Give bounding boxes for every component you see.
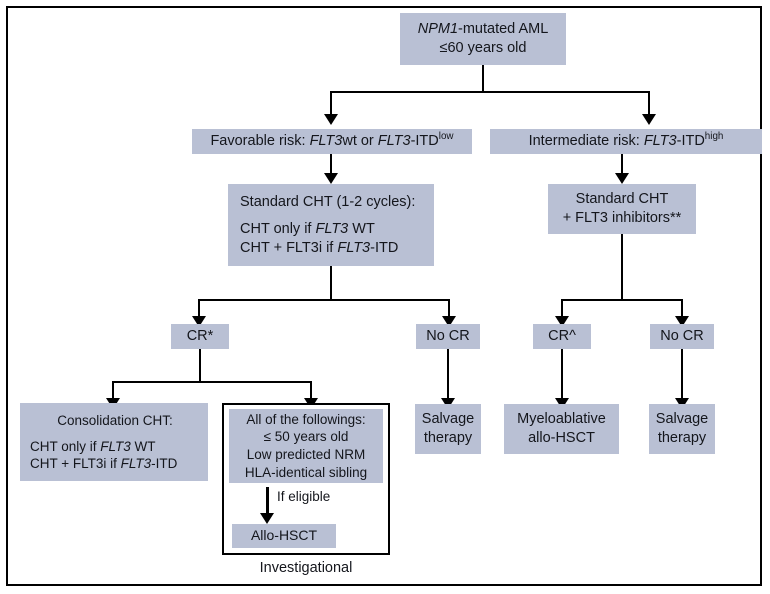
node-cr-right: CR^ (533, 324, 591, 349)
node-allo-hsct-label: Allo-HSCT (250, 527, 318, 544)
node-standard-cht-right: Standard CHT + FLT3 inhibitors** (548, 184, 696, 234)
node-salvage-right: Salvage therapy (649, 404, 715, 454)
node-no-cr-right: No CR (650, 324, 714, 349)
gene-flt3-a: FLT3 (309, 133, 343, 150)
gene-flt3-b: FLT3 (377, 133, 411, 150)
node-myeloablative-line2: allo-HSCT (528, 430, 595, 446)
node-myeloablative-line1: Myeloablative (517, 411, 606, 428)
node-standard-cht-left-line3: CHT + FLT3i if FLT3-ITD (240, 239, 399, 256)
node-intermediate-risk: Intermediate risk: FLT3-ITDhigh (490, 129, 762, 154)
arrow-root-to-favorable (324, 114, 338, 125)
connector-cr-left-stem (199, 349, 201, 382)
connector-cht-left-split (198, 299, 450, 301)
node-salvage-left: Salvage therapy (415, 404, 481, 454)
sup-low: low (438, 131, 454, 143)
node-standard-cht-left: Standard CHT (1-2 cycles): CHT only if F… (228, 184, 434, 266)
node-salvage-right-line2: therapy (657, 430, 707, 446)
arrow-nocr-right-to-salvage (675, 398, 689, 409)
node-cr-right-label: CR^ (548, 328, 576, 345)
connector-nocr-right-stem (681, 349, 683, 400)
node-root-line2: ≤60 years old (439, 40, 527, 56)
node-favorable-risk-text: Favorable risk: FLT3wt or FLT3-ITDlow (210, 131, 454, 150)
connector-criteria-to-allo (266, 487, 269, 519)
investigational-caption: Investigational (259, 560, 353, 576)
node-standard-cht-right-line1: Standard CHT (575, 191, 669, 208)
node-salvage-left-line2: therapy (423, 430, 473, 446)
connector-intermediate-to-cht (621, 154, 623, 176)
node-criteria: All of the followings: ≤ 50 years old Lo… (229, 409, 383, 483)
node-standard-cht-left-line1: Standard CHT (1-2 cycles): (240, 193, 416, 210)
connector-cht-right-to-nocr (681, 299, 683, 318)
connector-cr-left-split (112, 381, 312, 383)
node-no-cr-left: No CR (416, 324, 480, 349)
node-criteria-line3: Low predicted NRM (246, 447, 366, 462)
gene-npm1: NPM1 (417, 21, 459, 38)
connector-cht-right-split (561, 299, 683, 301)
connector-cr-right-stem (561, 349, 563, 400)
gene-flt3-c: FLT3 (643, 133, 677, 150)
node-allo-hsct: Allo-HSCT (232, 524, 336, 548)
arrow-nocr-left-to-salvage (441, 398, 455, 409)
node-consolidation: Consolidation CHT: CHT only if FLT3 WT C… (20, 403, 208, 481)
node-root: NPM1-mutated AML ≤60 years old (400, 13, 566, 65)
outer-frame (6, 6, 762, 586)
connector-nocr-left-stem (447, 349, 449, 400)
node-myeloablative: Myeloablative allo-HSCT (504, 404, 619, 454)
connector-cr-left-to-consolidation (112, 381, 114, 400)
arrow-favorable-to-cht (324, 173, 338, 184)
arrow-cht-right-to-cr (555, 316, 569, 327)
arrow-criteria-to-allo (260, 513, 274, 524)
arrow-cht-left-to-nocr (442, 316, 456, 327)
connector-cr-left-to-criteria (310, 381, 312, 400)
connector-root-stem (482, 65, 484, 92)
arrow-cht-left-to-cr (192, 316, 206, 327)
connector-favorable-to-cht (330, 154, 332, 176)
node-root-line1: NPM1-mutated AML (417, 21, 549, 38)
node-standard-cht-right-line2: + FLT3 inhibitors** (562, 210, 682, 226)
arrow-intermediate-to-cht (615, 173, 629, 184)
arrow-cht-right-to-nocr (675, 316, 689, 327)
connector-cht-left-stem (330, 266, 332, 300)
gene-flt3-g: FLT3 (120, 456, 152, 472)
connector-root-left-drop (330, 91, 332, 116)
arrow-cr-right-to-myeloablative (555, 398, 569, 409)
connector-cht-left-to-nocr (448, 299, 450, 318)
node-standard-cht-left-line2: CHT only if FLT3 WT (240, 221, 375, 238)
connector-cht-right-to-cr (561, 299, 563, 318)
connector-root-right-drop (648, 91, 650, 116)
gene-flt3-e: FLT3 (337, 239, 371, 256)
node-criteria-line2: ≤ 50 years old (263, 429, 349, 445)
arrow-root-to-intermediate (642, 114, 656, 125)
node-no-cr-right-label: No CR (660, 328, 704, 345)
node-criteria-line1: All of the followings: (246, 411, 366, 427)
node-favorable-risk: Favorable risk: FLT3wt or FLT3-ITDlow (192, 129, 472, 154)
node-criteria-line4: HLA-identical sibling (244, 464, 368, 480)
node-salvage-left-line1: Salvage (421, 411, 475, 428)
node-cr-left-label: CR* (186, 328, 214, 345)
node-cr-left: CR* (171, 324, 229, 349)
connector-cht-right-stem (621, 234, 623, 300)
node-intermediate-risk-text: Intermediate risk: FLT3-ITDhigh (528, 131, 724, 150)
node-consolidation-line3: CHT + FLT3i if FLT3-ITD (30, 456, 178, 472)
connector-cht-left-to-cr (198, 299, 200, 318)
if-eligible-label: If eligible (277, 489, 331, 504)
connector-root-split (330, 91, 650, 93)
gene-flt3-f: FLT3 (100, 438, 131, 454)
node-consolidation-line2: CHT only if FLT3 WT (30, 438, 156, 454)
node-salvage-right-line1: Salvage (655, 411, 709, 428)
sup-high: high (704, 131, 724, 143)
gene-flt3-d: FLT3 (315, 221, 349, 238)
node-consolidation-line1: Consolidation CHT: (57, 412, 173, 428)
node-no-cr-left-label: No CR (426, 328, 470, 345)
